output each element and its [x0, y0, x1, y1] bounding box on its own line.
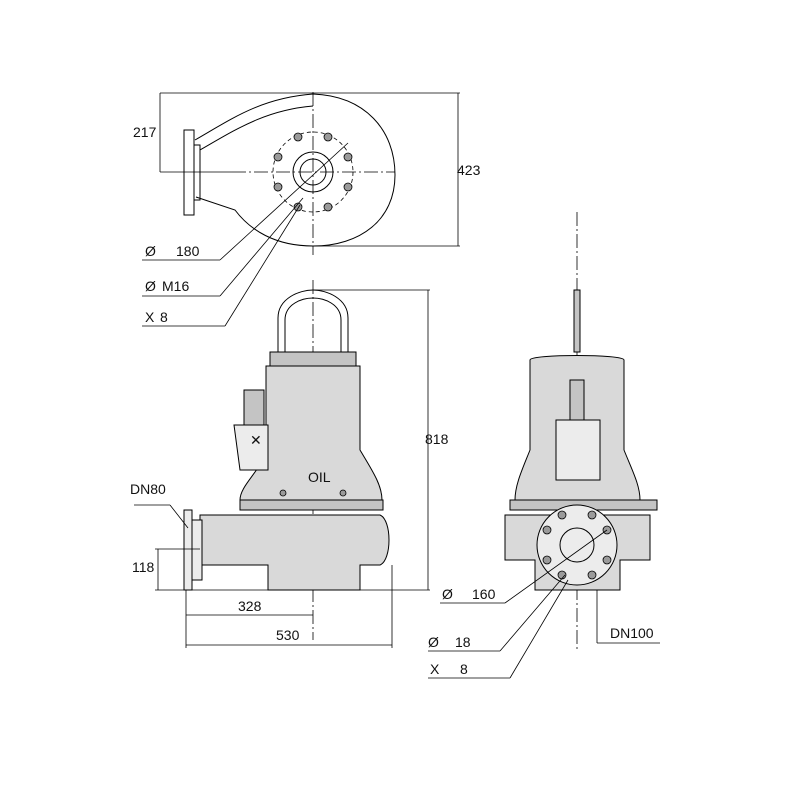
- dim-phi-18-label: 18: [455, 634, 471, 650]
- dim-x8-front-label: 8: [460, 661, 468, 677]
- bolt-hole: [323, 202, 333, 212]
- side-view: ✕ OIL 818 DN80 118 328 530: [130, 280, 449, 648]
- leader-phi-18: [499, 574, 566, 652]
- hub-outer: [292, 151, 334, 193]
- leader-phi-m16: [219, 197, 304, 297]
- bolt-hole: [343, 182, 353, 192]
- bolt-hole: [602, 555, 612, 565]
- clamp-band: [239, 499, 384, 511]
- bolt-hole: [587, 570, 597, 580]
- dim-423-label: 423: [457, 162, 481, 178]
- phi-symbol: Ø: [442, 586, 453, 602]
- lifting-bar: [573, 289, 581, 353]
- dim-217-label: 217: [133, 124, 157, 140]
- dim-530-label: 530: [276, 627, 300, 643]
- bolt: [339, 489, 347, 497]
- leader-dn80: [169, 504, 189, 529]
- dim-phi-160-label: 160: [472, 586, 496, 602]
- pump-housing: [199, 514, 390, 591]
- bolt-hole: [343, 152, 353, 162]
- top-flange: [183, 129, 195, 216]
- bolt-hole: [542, 555, 552, 565]
- top-view: 217 423 Ø 180 Ø M16 X 8: [133, 92, 481, 327]
- lifting-handle-inner: [284, 297, 342, 352]
- phi-symbol: Ø: [145, 243, 156, 259]
- bolt: [279, 489, 287, 497]
- leader-phi-160: [504, 529, 608, 604]
- front-flange-bore: [559, 527, 595, 563]
- x-symbol: X: [145, 309, 155, 325]
- motor-cap: [269, 351, 357, 367]
- volute-casing-outline: [194, 93, 396, 247]
- brand-logo: ✕: [250, 432, 262, 448]
- bolt-hole: [273, 182, 283, 192]
- leader-x8-front: [509, 579, 569, 679]
- dn80-label: DN80: [130, 481, 166, 497]
- volute-inner-outline: [199, 105, 314, 151]
- bolt-circle: [272, 131, 354, 213]
- bolt-hole: [542, 525, 552, 535]
- bolt-hole: [293, 132, 303, 142]
- oil-label: OIL: [308, 469, 331, 485]
- logo-plate: [233, 424, 269, 471]
- bolt-hole: [323, 132, 333, 142]
- phi-symbol: Ø: [428, 634, 439, 650]
- cable-entry: [243, 389, 265, 431]
- dim-118-label: 118: [132, 559, 155, 575]
- leader-phi-180: [219, 142, 349, 261]
- hub-inner: [299, 158, 327, 186]
- dn100-label: DN100: [610, 625, 654, 641]
- front-logo-plate: [555, 419, 601, 481]
- phi-symbol: Ø: [145, 278, 156, 294]
- dim-phi-180-label: 180: [176, 243, 200, 259]
- leader-x8: [224, 204, 301, 327]
- discharge-flange: [183, 509, 193, 591]
- discharge-neck: [191, 519, 203, 581]
- dim-818-label: 818: [425, 431, 449, 447]
- front-view: Ø 160 Ø 18 X 8 DN100: [428, 212, 660, 679]
- bolt-hole: [273, 152, 283, 162]
- dim-x8-label: 8: [160, 309, 168, 325]
- dim-phi-m16-label: M16: [162, 278, 189, 294]
- x-symbol: X: [430, 661, 440, 677]
- bolt-hole: [587, 510, 597, 520]
- front-cable-entry: [569, 379, 585, 421]
- top-flange-neck: [193, 144, 201, 201]
- bolt-hole: [557, 510, 567, 520]
- dim-328-label: 328: [238, 598, 262, 614]
- front-flange: [536, 504, 618, 586]
